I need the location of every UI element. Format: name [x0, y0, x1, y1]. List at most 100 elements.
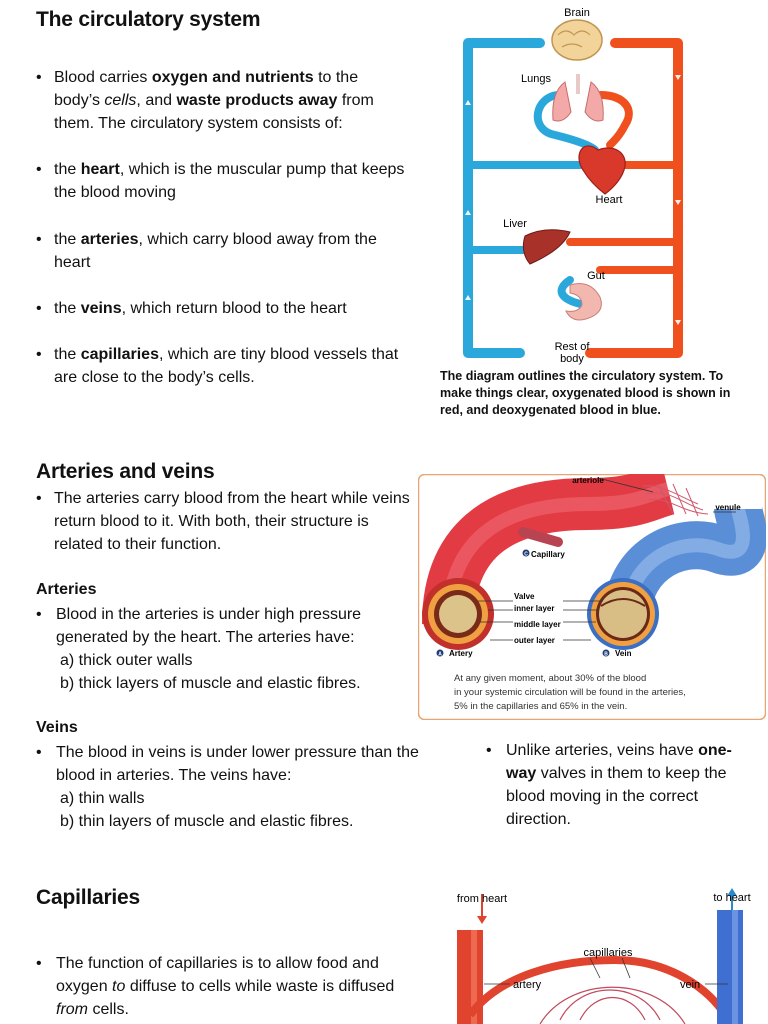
text: , and: [136, 92, 177, 109]
capillary-tube: [518, 527, 563, 547]
arteries-list: Blood in the arteries is under high pres…: [36, 603, 416, 695]
marker-a: A: [438, 652, 442, 658]
label-middle-layer: middle layer: [514, 620, 561, 629]
gut-vein-path: [557, 276, 589, 309]
label-brain: Brain: [564, 7, 590, 19]
artery-cross-section: [422, 578, 494, 650]
label-gut: Gut: [587, 270, 605, 282]
arteries-point-b: b) thick layers of muscle and elastic fi…: [60, 675, 361, 692]
text: cells.: [88, 1001, 129, 1018]
gut-icon: [565, 283, 602, 321]
text-italic: cells: [104, 92, 137, 109]
arteries-veins-figure: arteriole venule C Capillary Valve inner…: [418, 474, 766, 720]
label-arteriole: arteriole: [572, 476, 604, 485]
text: the: [54, 161, 81, 178]
up-arrow-icon: [727, 888, 737, 896]
capillary-bed: [642, 483, 709, 517]
text-bold: oxygen and nutrients: [151, 69, 314, 86]
label-body: body: [560, 353, 584, 365]
circulatory-item-heart: the heart, which is the muscular pump th…: [36, 158, 406, 204]
circulatory-list: Blood carries oxygen and nutrients to th…: [36, 66, 406, 135]
text: The function of capillaries is to allow …: [56, 955, 379, 995]
circulatory-item-capillaries: the capillaries, which are tiny blood ve…: [36, 343, 406, 389]
text: , which are tiny blood vessels that are …: [54, 346, 399, 386]
text: the: [54, 346, 81, 363]
vein-cross-section: [587, 578, 659, 650]
liver-icon: [522, 229, 571, 265]
section-title-arteries-veins: Arteries and veins: [36, 460, 215, 483]
label-artery: Artery: [449, 649, 473, 658]
arteries-veins-intro: The arteries carry blood from the heart …: [36, 487, 416, 556]
list-item: Blood carries oxygen and nutrients to th…: [36, 66, 406, 135]
circulatory-diagram: Brain Lungs Heart Liver Gut Rest of body: [463, 7, 683, 365]
heart-icon: [578, 145, 626, 195]
text: the: [54, 231, 81, 248]
capillary-network: [539, 986, 686, 1024]
pulmonary-vein-path: [596, 91, 633, 149]
marker-b-icon: [602, 649, 610, 657]
text-italic: to: [112, 978, 126, 995]
marker-c-icon: [522, 549, 530, 557]
label-venule: venule: [715, 503, 741, 512]
text-bold: heart: [80, 161, 120, 178]
label-from-heart: from heart: [457, 893, 507, 905]
label-inner-layer: inner layer: [514, 604, 554, 613]
down-arrow-icon: [477, 916, 487, 924]
pulmonary-artery-path: [533, 91, 599, 154]
figure-caption-line3: 5% in the capillaries and 65% in the vei…: [454, 701, 627, 712]
text-bold: waste products away: [176, 92, 338, 109]
valves-note: Unlike arteries, veins have one-way valv…: [486, 739, 746, 831]
label-rest-of: Rest of: [555, 341, 591, 353]
label-lungs: Lungs: [521, 73, 551, 85]
capillaries-figure: from heart to heart capillaries artery v…: [457, 888, 751, 1024]
text: , which return blood to the heart: [121, 300, 347, 317]
label-capillaries: capillaries: [584, 947, 633, 959]
section-title-capillaries: Capillaries: [36, 886, 141, 909]
artery-path-main: [585, 38, 683, 358]
label-liver: Liver: [503, 218, 527, 230]
text: The blood in veins is under lower pressu…: [56, 744, 419, 784]
label-artery: artery: [513, 979, 542, 991]
circulatory-item-arteries: the arteries, which carry blood away fro…: [36, 228, 406, 274]
label-vein: Vein: [615, 649, 632, 658]
label-to-heart: to heart: [713, 892, 750, 904]
veins-point-a: a) thin walls: [60, 790, 145, 807]
text: Unlike arteries, veins have: [506, 742, 699, 759]
veins-point-b: b) thin layers of muscle and elastic fib…: [60, 813, 354, 830]
marker-b: B: [604, 652, 608, 658]
label-vein: vein: [680, 979, 700, 991]
circulatory-caption: The diagram outlines the circulatory sys…: [440, 369, 731, 417]
text: from them. The circulatory system consis…: [54, 92, 374, 132]
label-valve: Valve: [514, 592, 535, 601]
figure-caption-line2: in your systemic circulation will be fou…: [454, 687, 686, 698]
arteries-point-a: a) thick outer walls: [60, 652, 193, 669]
label-heart: Heart: [596, 194, 623, 206]
text: Blood in the arteries is under high pres…: [56, 606, 362, 646]
text: valves in them to keep the blood moving …: [506, 765, 727, 828]
text-bold: capillaries: [80, 346, 159, 363]
figure-caption-line1: At any given moment, about 30% of the bl…: [454, 673, 646, 684]
list-item: The arteries carry blood from the heart …: [36, 487, 416, 556]
text: diffuse to cells while waste is diffused: [125, 978, 395, 995]
label-capillary: Capillary: [531, 550, 565, 559]
text: , which is the muscular pump that keeps …: [54, 161, 405, 201]
arteries-heading: Arteries: [36, 581, 97, 598]
valve-flap: [600, 598, 646, 607]
text-bold: arteries: [80, 231, 139, 248]
text-bold: one-way: [506, 742, 732, 782]
brain-icon: [551, 19, 603, 61]
text-bold: veins: [80, 300, 122, 317]
text: to the body’s: [54, 69, 359, 109]
marker-a-icon: [436, 649, 444, 657]
section-title-circulatory: The circulatory system: [36, 8, 261, 31]
text-italic: from: [56, 1001, 88, 1018]
label-outer-layer: outer layer: [514, 636, 555, 645]
marker-c: C: [524, 552, 528, 558]
text: , which carry blood away from the heart: [54, 231, 377, 271]
text: Blood carries: [54, 69, 152, 86]
arteriole-branch: [466, 955, 729, 1018]
circulatory-item-veins: the veins, which return blood to the hea…: [36, 297, 406, 320]
veins-list: The blood in veins is under lower pressu…: [36, 741, 436, 833]
capillaries-list: The function of capillaries is to allow …: [36, 952, 426, 1021]
text: the: [54, 300, 81, 317]
